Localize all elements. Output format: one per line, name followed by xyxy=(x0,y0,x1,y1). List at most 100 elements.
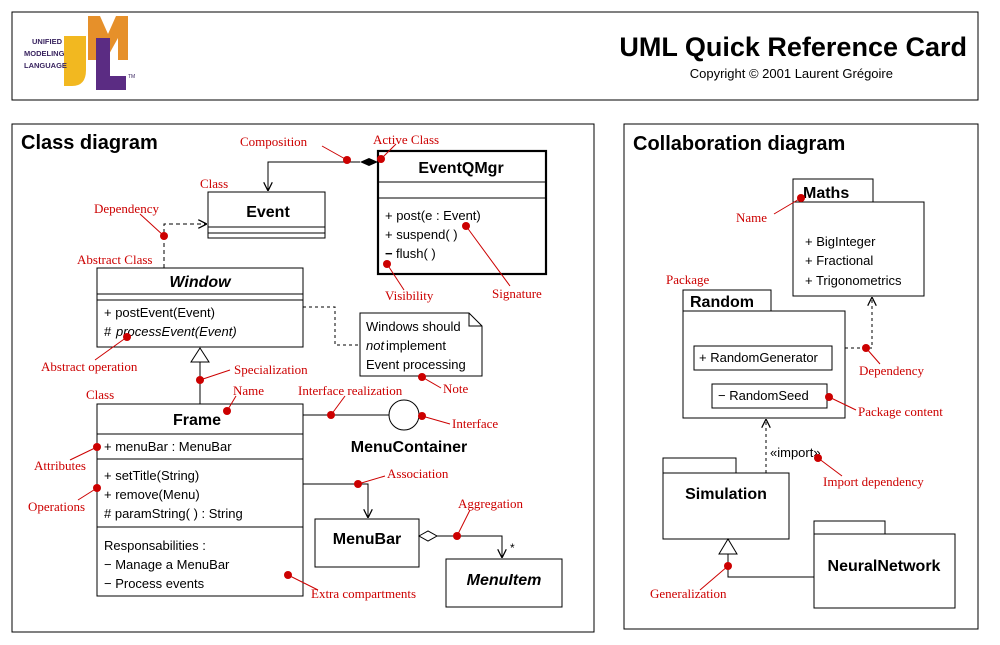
aggregation-link: * xyxy=(417,530,515,557)
note-box: Windows should not implement Event proce… xyxy=(359,312,483,377)
abstract-class-label: Abstract Class xyxy=(77,252,152,267)
logo-tm: TM xyxy=(128,74,135,80)
frame-extra-1: − Manage a MenuBar xyxy=(104,557,230,572)
logo-line-1: UNIFIED xyxy=(32,37,63,46)
interface-label: Interface xyxy=(452,416,498,431)
composition-label: Composition xyxy=(240,134,308,149)
logo-line-3: LANGUAGE xyxy=(24,61,67,70)
collab-name-leader xyxy=(773,197,802,215)
maths-item-biginteger: + BigInteger xyxy=(805,234,876,249)
abstract-operation-label: Abstract operation xyxy=(41,359,138,374)
menucontainer-interface-circle xyxy=(388,399,420,431)
random-generator-label: + RandomGenerator xyxy=(699,350,819,365)
simulation-package-name: Simulation xyxy=(685,486,767,503)
collab-package-label: Package xyxy=(666,272,710,287)
active-class-label: Active Class xyxy=(373,132,439,147)
menucontainer-name: MenuContainer xyxy=(351,439,467,456)
name-leader xyxy=(226,395,237,412)
attributes-label: Attributes xyxy=(34,458,86,473)
copyright: Copyright © 2001 Laurent Grégoire xyxy=(690,66,893,81)
menuitem-class-name: MenuItem xyxy=(467,572,542,589)
random-seed-box xyxy=(711,383,828,409)
frame-class: Frame + menuBar : MenuBar + setTitle(Str… xyxy=(96,403,304,597)
interface-realization-leader xyxy=(330,395,346,416)
random-generator-box xyxy=(693,345,833,371)
visibility-leader xyxy=(386,263,405,291)
note-line-1: Windows should xyxy=(366,319,461,334)
event-class: Event xyxy=(207,191,326,239)
aggregation-leader xyxy=(456,509,471,537)
maths-item-trigonometrics: + Trigonometrics xyxy=(805,273,902,288)
generalization-link xyxy=(718,538,814,578)
page-title: UML Quick Reference Card xyxy=(619,32,967,62)
extra-compartments-label: Extra compartments xyxy=(311,586,416,601)
dependency-leader xyxy=(139,213,165,237)
import-dependency-leader xyxy=(817,457,843,477)
interface-leader xyxy=(421,415,451,425)
specialization-label: Specialization xyxy=(234,362,308,377)
eventqmgr-op-flush: flush( ) xyxy=(396,246,436,261)
eventqmgr-op-suspend: + suspend( ) xyxy=(385,227,458,242)
class-annotations: Composition Active Class Class Dependenc… xyxy=(28,132,542,601)
collaboration-diagram-heading: Collaboration diagram xyxy=(633,133,845,155)
eventqmgr-private-marker: − xyxy=(385,246,393,261)
interface-realization-label: Interface realization xyxy=(298,383,403,398)
menubar-class: MenuBar xyxy=(314,518,420,568)
extra-compartments-leader xyxy=(287,574,319,591)
note-line-3: Event processing xyxy=(366,357,466,372)
window-class-name: Window xyxy=(169,274,232,291)
event-class-name: Event xyxy=(246,204,290,221)
composition-leader xyxy=(321,145,348,161)
menuitem-multiplicity: * xyxy=(510,541,515,555)
abstract-operation-leader xyxy=(94,336,128,361)
name-label: Name xyxy=(233,383,264,398)
collaboration-annotations: Name Package Dependency Package content … xyxy=(650,194,943,601)
collab-dependency-label: Dependency xyxy=(859,363,924,378)
note-line-2-rest: implement xyxy=(386,338,446,353)
dependency-link xyxy=(163,224,206,268)
signature-label: Signature xyxy=(492,286,542,301)
frame-op-paramstring: # paramString( ) : String xyxy=(104,506,243,521)
import-stereotype: «import» xyxy=(770,445,821,460)
maths-package-name: Maths xyxy=(803,185,849,202)
package-content-leader xyxy=(828,396,857,411)
class-label-top: Class xyxy=(200,176,228,191)
random-package-name: Random xyxy=(690,294,754,311)
simulation-package: Simulation xyxy=(662,457,790,540)
window-op-visibility: # xyxy=(104,324,112,339)
composition-link xyxy=(268,158,378,190)
random-package: Random + RandomGenerator − RandomSeed xyxy=(682,289,846,419)
dependency-label: Dependency xyxy=(94,201,159,216)
uml-logo: UNIFIED MODELING LANGUAGE TM xyxy=(24,16,135,90)
association-link xyxy=(303,483,368,517)
frame-attr-menubar: + menuBar : MenuBar xyxy=(104,439,232,454)
eventqmgr-op-post: + post(e : Event) xyxy=(385,208,481,223)
visibility-label: Visibility xyxy=(385,288,434,303)
active-class-leader xyxy=(380,143,397,160)
signature-leader xyxy=(465,225,511,287)
note-anchor xyxy=(303,306,360,346)
menubar-class-name: MenuBar xyxy=(333,531,401,548)
maths-item-fractional: + Fractional xyxy=(805,253,873,268)
package-content-label: Package content xyxy=(858,404,943,419)
eventqmgr-class: EventQMgr + post(e : Event) + suspend( )… xyxy=(376,149,548,276)
random-seed-label: − RandomSeed xyxy=(718,388,809,403)
operations-label: Operations xyxy=(28,499,85,514)
operations-leader xyxy=(77,487,98,501)
logo-u-shape xyxy=(64,36,86,86)
generalization-label: Generalization xyxy=(650,586,727,601)
random-maths-dependency xyxy=(845,298,872,349)
menuitem-class: MenuItem xyxy=(445,558,563,608)
import-dependency-label: Import dependency xyxy=(823,474,924,489)
window-class: Window + postEvent(Event) # processEvent… xyxy=(96,267,304,348)
eventqmgr-class-name: EventQMgr xyxy=(418,160,503,177)
window-op-processevent: processEvent(Event) xyxy=(115,324,237,339)
header-frame xyxy=(11,11,979,101)
logo-line-2: MODELING xyxy=(24,49,65,58)
collab-name-label: Name xyxy=(736,210,767,225)
logo-l-shape xyxy=(96,38,126,90)
maths-package: Maths + BigInteger + Fractional + Trigon… xyxy=(792,178,925,297)
neuralnetwork-package-name: NeuralNetwork xyxy=(828,558,941,575)
aggregation-label: Aggregation xyxy=(458,496,523,511)
